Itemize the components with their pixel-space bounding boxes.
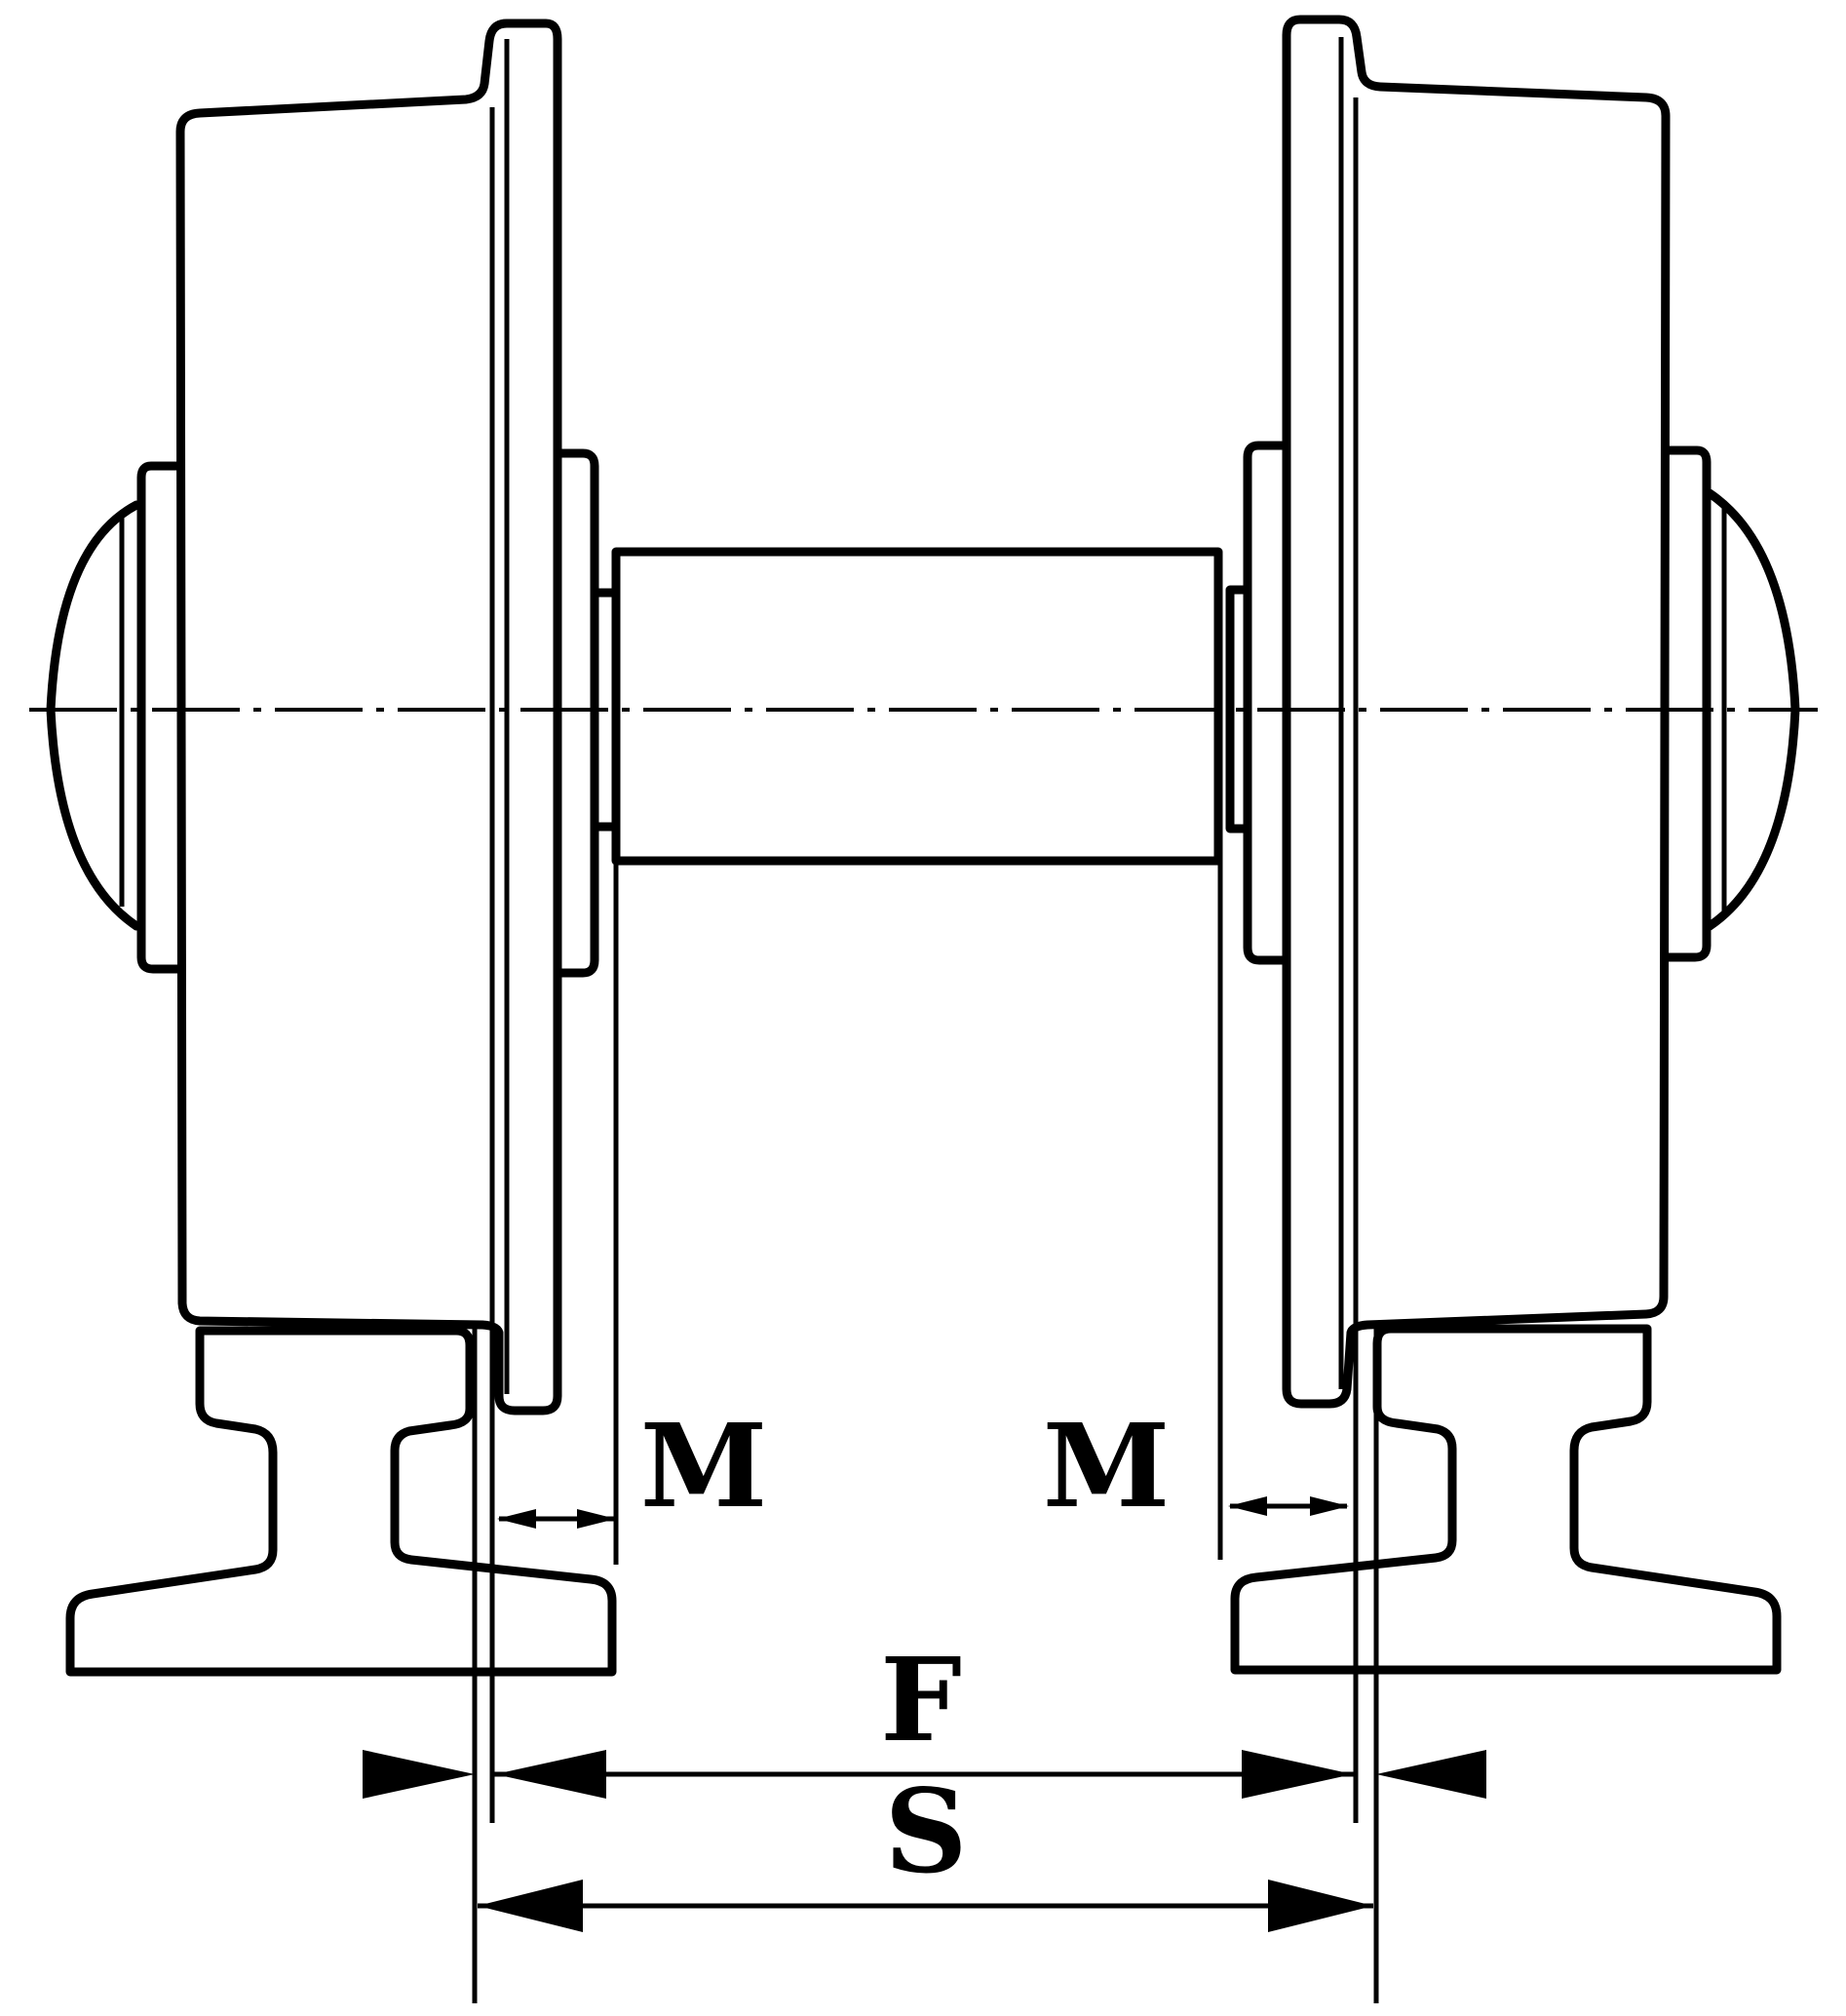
right-inner-collar (1243, 441, 1291, 965)
f-dimension (363, 1750, 1486, 1799)
s-right-arrow (1268, 1880, 1373, 1932)
axle (611, 547, 1223, 866)
f-right-outer-arrow (1376, 1750, 1486, 1799)
f-right-inner-arrow (1242, 1750, 1353, 1799)
s-dimension (478, 1880, 1373, 1932)
left-wheel-body (175, 19, 562, 1415)
right-hub-plate (1661, 446, 1711, 962)
s-label: S (884, 1764, 967, 1899)
f-left-inner-arrow (495, 1750, 606, 1799)
right-m-label: M (1043, 1398, 1171, 1533)
left-m-dimension (497, 1509, 616, 1529)
left-rail (65, 1326, 617, 1677)
left-hub-plate (136, 461, 185, 974)
left-inner-collar (553, 448, 599, 978)
left-hub-cap (46, 500, 141, 931)
left-wheel (46, 19, 621, 1823)
right-m-dimension (1228, 1496, 1349, 1516)
right-hub-cap (1705, 488, 1800, 931)
s-left-arrow (478, 1880, 583, 1932)
left-m-label: M (640, 1398, 768, 1533)
right-wheel (1225, 15, 1800, 1823)
right-rail (1230, 1324, 1782, 1675)
right-wheel-body (1282, 15, 1671, 1409)
f-label: F (880, 1632, 962, 1767)
f-left-outer-arrow (363, 1750, 475, 1799)
